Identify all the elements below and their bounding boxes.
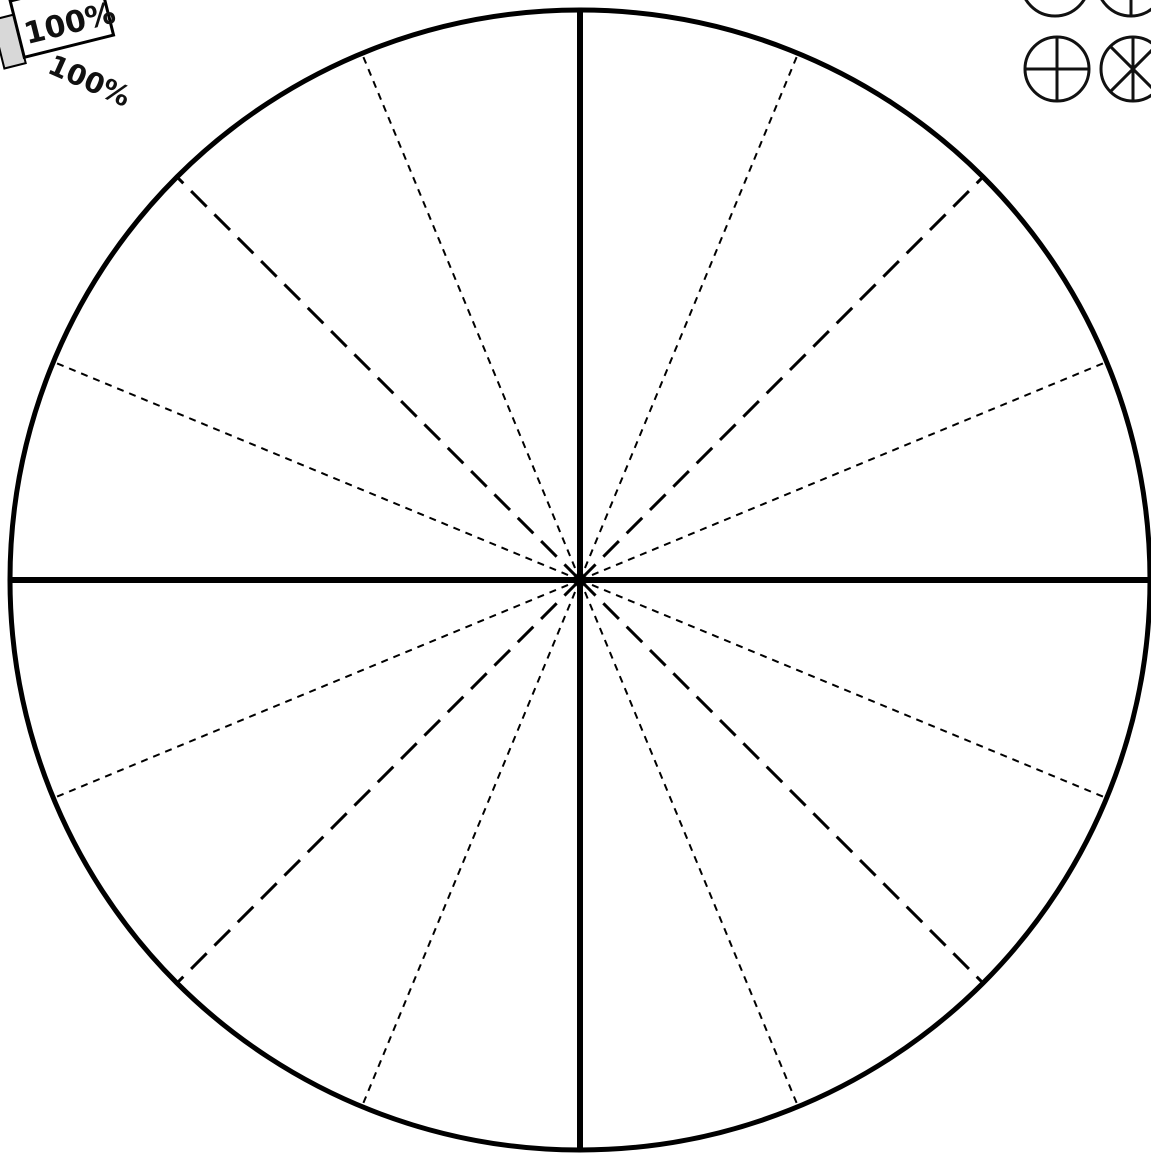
center-point xyxy=(575,575,585,585)
circle-halves-icon xyxy=(1097,0,1151,16)
circle-eighths-icon xyxy=(1101,37,1151,101)
circle-whole-icon xyxy=(1021,0,1089,16)
legend-icons xyxy=(1021,0,1151,101)
percent-box-logo: 100% 100% xyxy=(0,0,136,114)
handwritten-percent-label: 100% xyxy=(43,48,135,113)
circle-quarters-icon xyxy=(1025,37,1089,101)
